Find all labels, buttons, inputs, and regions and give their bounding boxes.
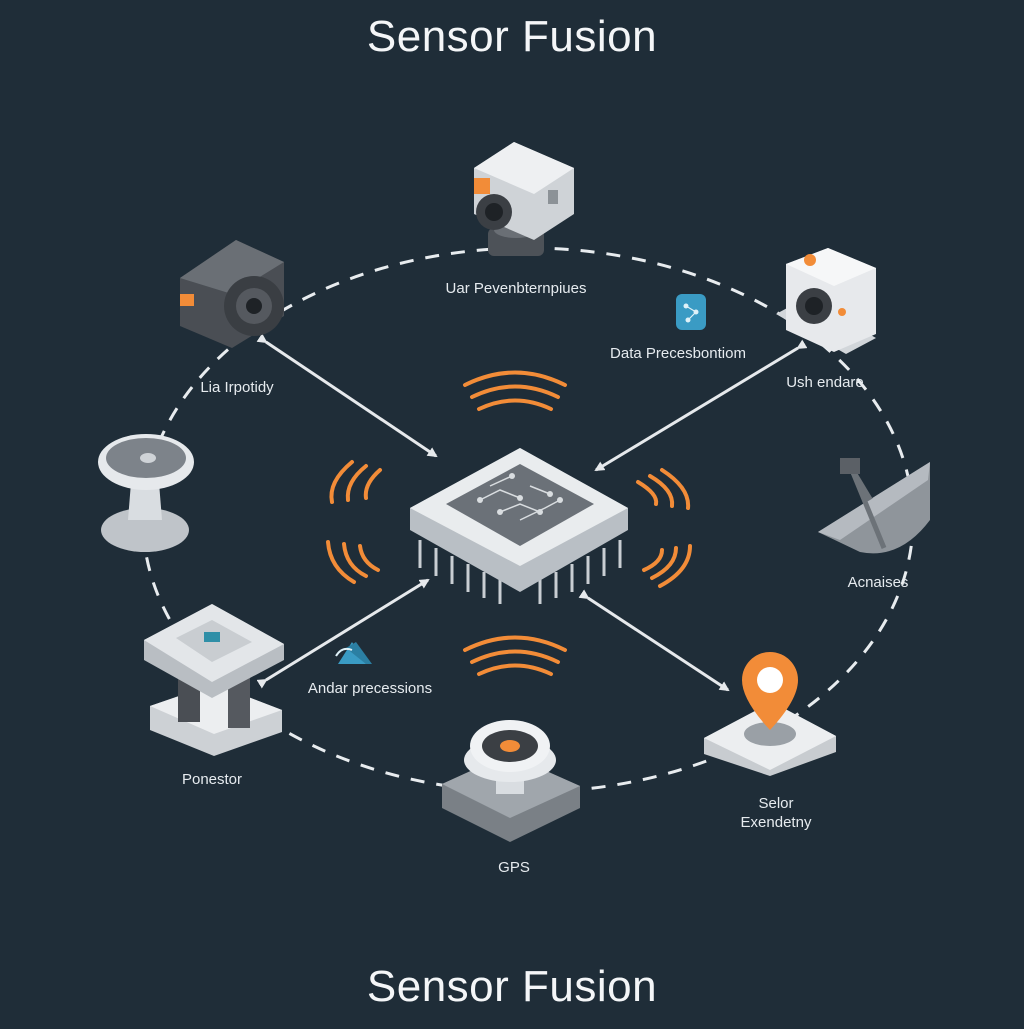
gps-label: GPS <box>498 859 530 876</box>
diagram-footer-title: Sensor Fusion <box>366 962 658 1011</box>
sensor-module-icon <box>144 604 284 756</box>
arrow-location-pin <box>578 589 730 692</box>
gps-sensor-icon <box>442 720 580 842</box>
right-camera-label: Ush endare <box>786 374 864 391</box>
radar-icon <box>335 642 372 664</box>
network-icon <box>676 294 706 330</box>
satellite-dish-icon <box>98 434 194 552</box>
camera-icon <box>180 240 284 348</box>
camera-icon <box>776 248 876 354</box>
arrow-right-camera <box>594 339 808 472</box>
arrow-bottom-left-sensor <box>256 578 430 689</box>
location-label: Selor Exendetny <box>741 794 812 832</box>
radar-processing-label: Andar precessions <box>307 680 433 697</box>
left-camera-label: Lia Irpotidy <box>200 379 274 396</box>
bottom-left-sensor-label: Ponestor <box>181 771 243 788</box>
signal-waves <box>326 370 692 676</box>
location-label-line2: Exendetny <box>740 814 812 831</box>
satellite-dish-icon <box>818 458 930 554</box>
camera-icon <box>474 142 574 256</box>
antenna-label: Acnaises <box>847 574 909 591</box>
data-processing-label: Data Precesbontiom <box>610 345 746 362</box>
top-camera-label: Uar Pevenbternpiues <box>445 280 587 297</box>
cpu-chip-icon <box>410 448 628 604</box>
arrow-left-camera <box>256 333 438 458</box>
location-label-line1: Selor <box>758 795 794 812</box>
map-pin-icon <box>704 652 836 776</box>
diagram-title: Sensor Fusion <box>366 12 658 61</box>
